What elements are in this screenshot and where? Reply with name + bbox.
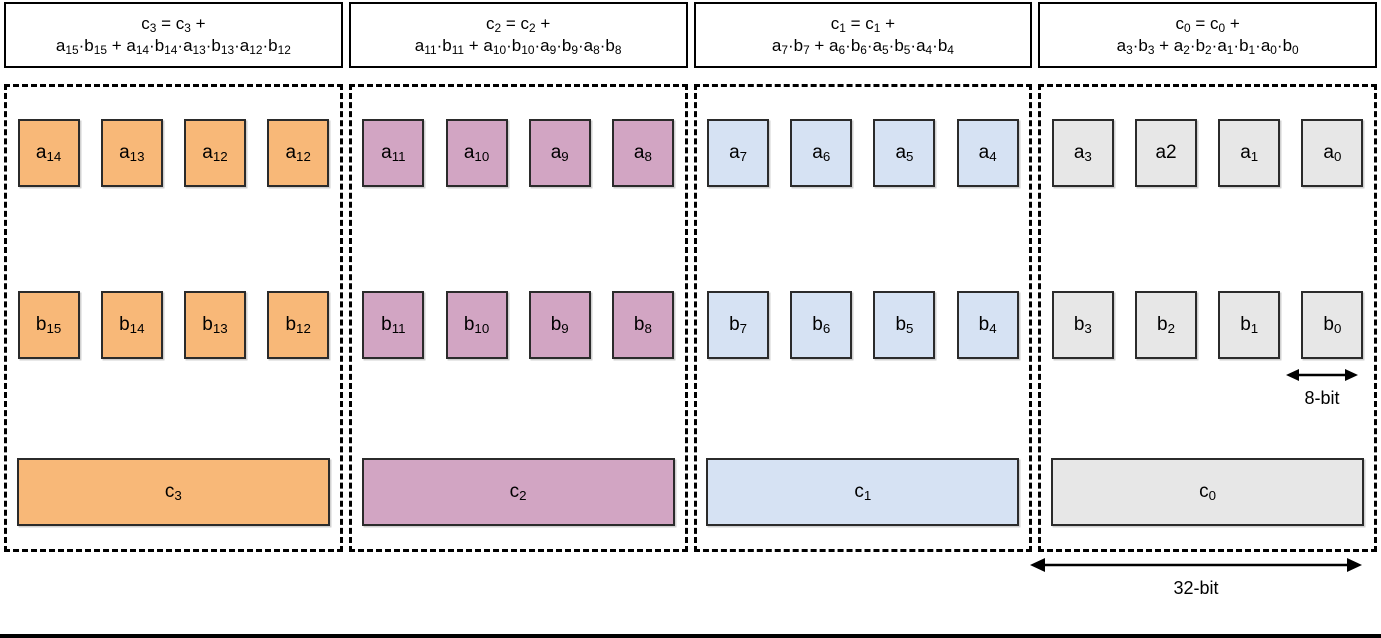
double-arrow-icon — [1286, 369, 1358, 381]
measure-8-bit: 8-bit — [1286, 366, 1358, 409]
formula-box-c0: c0 = c0 + a3·b3 + a2·b2·a1·b1·a0·b0 — [1038, 2, 1377, 68]
measure-8-bit-label: 8-bit — [1304, 388, 1340, 408]
formula-c2-line2: a11·b11 + a10·b10·a9·b9·a8·b8 — [414, 35, 622, 58]
formula-c1-line1: c1 = c1 + — [830, 13, 896, 36]
formula-c0-line2: a3·b3 + a2·b2·a1·b1·a0·b0 — [1116, 35, 1299, 58]
measure-32-bit: 32-bit — [1030, 556, 1362, 599]
measure-32-bit-label: 32-bit — [1173, 578, 1219, 598]
formula-c3-line1: c3 = c3 + — [141, 13, 206, 36]
formula-c2-line1: c2 = c2 + — [485, 13, 551, 36]
formula-box-c1: c1 = c1 + a7·b7 + a6·b6·a5·b5·a4·b4 — [693, 2, 1033, 68]
formula-box-c3: c3 = c3 + a15·b15 + a14·b14·a13·b13·a12·… — [4, 2, 343, 68]
cell-a: a2 — [1135, 119, 1198, 187]
formula-box-c2: c2 = c2 + a11·b11 + a10·b10·a9·b9·a8·b8 — [348, 2, 688, 68]
formula-c0-line1: c0 = c0 + — [1175, 13, 1240, 36]
formula-header-row: c3 = c3 + a15·b15 + a14·b14·a13·b13·a12·… — [4, 2, 1377, 68]
formula-c1-line2: a7·b7 + a6·b6·a5·b5·a4·b4 — [771, 35, 954, 58]
formula-c3-line2: a15·b15 + a14·b14·a13·b13·a12·b12 — [55, 35, 291, 58]
double-arrow-icon — [1030, 558, 1362, 572]
